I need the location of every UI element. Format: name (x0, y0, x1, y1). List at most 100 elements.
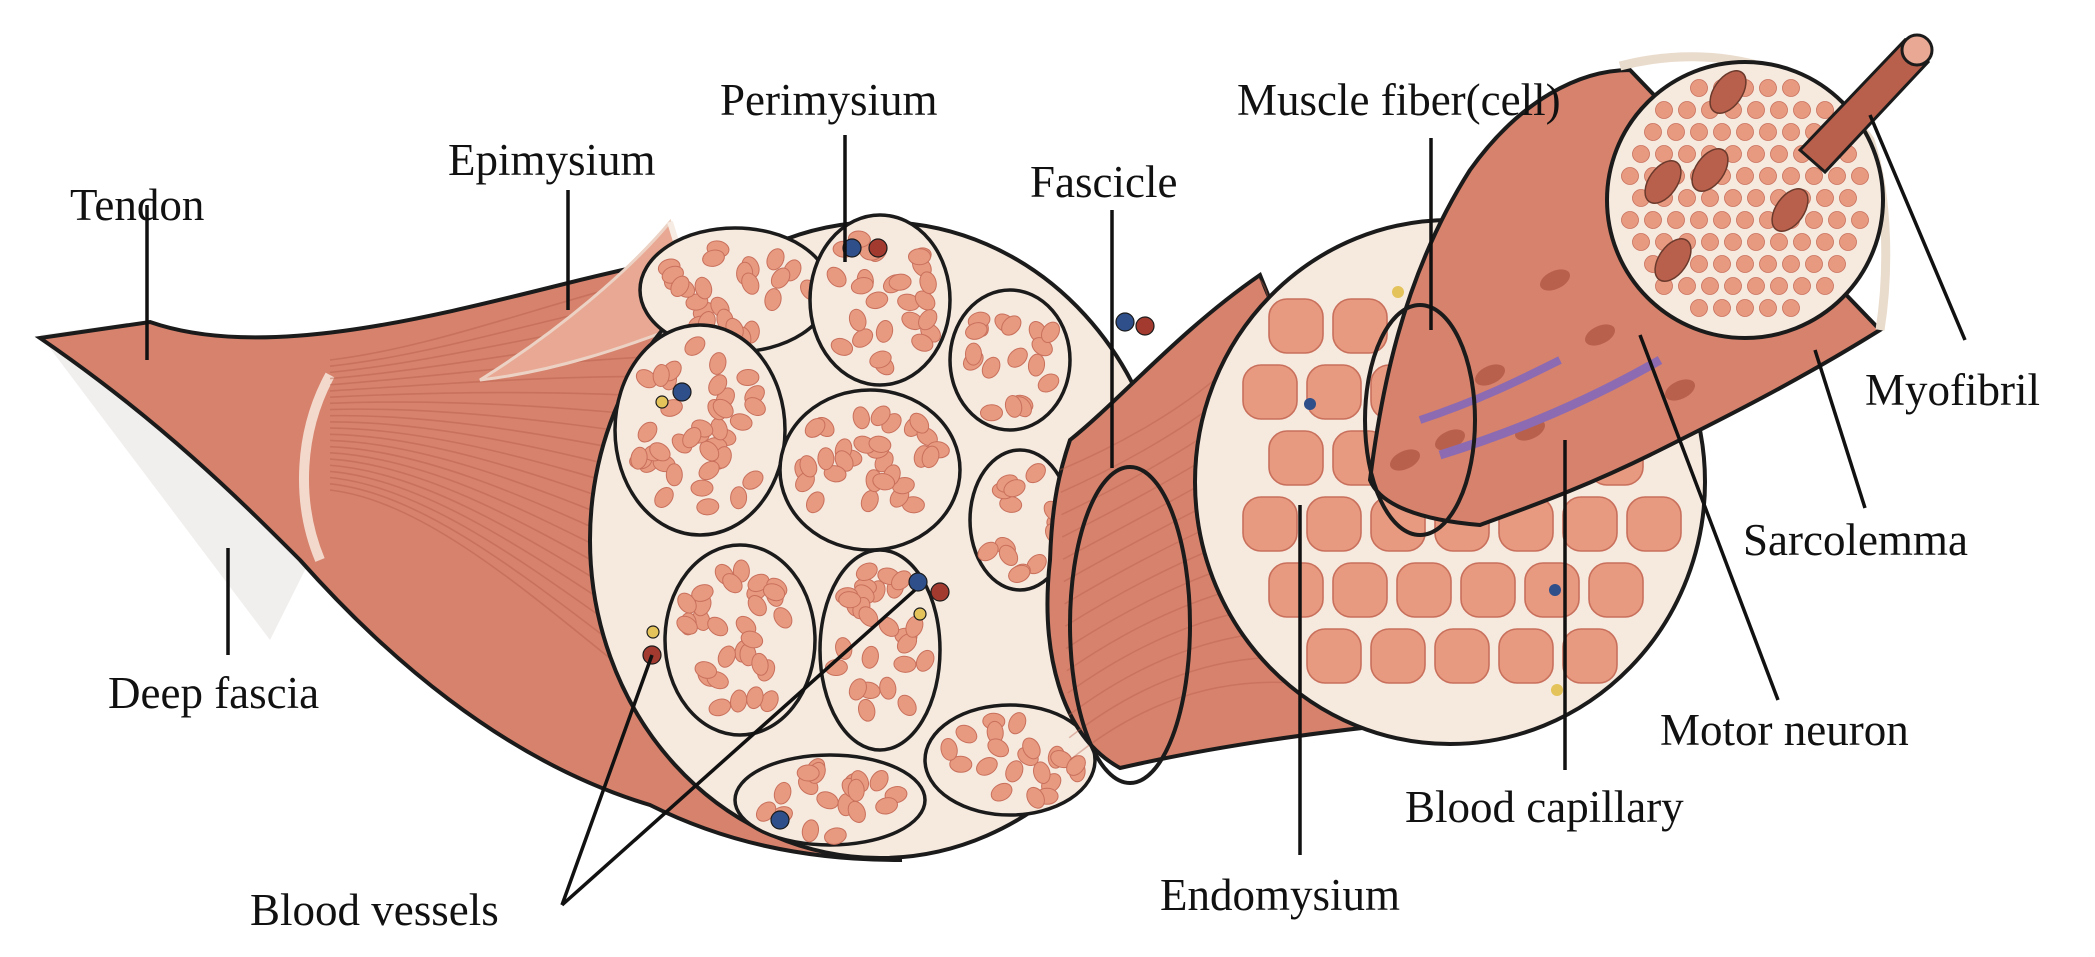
myofibril-dot (1782, 123, 1800, 141)
fiber-bundle-cell (919, 271, 937, 295)
muscle-fiber-cell (1460, 562, 1516, 618)
myofibril-dot (1782, 255, 1800, 273)
myofibril-dot (1793, 101, 1811, 119)
fiber-bundle-cell (914, 290, 936, 311)
nerve-dot (655, 395, 669, 409)
blood-vessel (908, 572, 928, 592)
fiber-bundle-cell (762, 583, 786, 602)
fiber-bundle-cell (990, 782, 1013, 802)
fiber-bundle-cell (1033, 761, 1051, 784)
fiber-bundle-cell (694, 661, 718, 679)
leader-blood-vessels-1 (560, 654, 654, 906)
myofibril-dot (1678, 277, 1696, 295)
fiber-bundle-cell (897, 694, 917, 717)
muscle-fiber-cell (1588, 562, 1644, 618)
fiber-bundle-cell (717, 645, 736, 668)
fiber-bundle-cell (741, 272, 760, 295)
blood-vessel (672, 382, 692, 402)
fiber-bundle-cell (1001, 315, 1022, 336)
myofibril-dot (1644, 123, 1662, 141)
fiber-bundle-cell (682, 426, 702, 449)
label-deep-fascia: Deep fascia (108, 668, 319, 718)
myofibril-dot (1759, 167, 1777, 185)
fiber-bundle-cell (1027, 353, 1046, 377)
myofibril-dot (1724, 277, 1742, 295)
leader-motor-neuron (1638, 334, 1780, 701)
fiber-bundle-cell (630, 446, 648, 470)
myofibril-dot (1759, 255, 1777, 273)
myofibril-dot (1782, 299, 1800, 317)
myofibril-dot (1759, 79, 1777, 97)
muscle-fiber-cell (1332, 562, 1388, 618)
fiber-bundle-cell (817, 447, 835, 471)
myofibril-dot (1839, 189, 1857, 207)
label-motor-neuron: Motor neuron (1660, 705, 1909, 755)
fiber-bundle-cell (730, 486, 748, 510)
fiber-bundle-cell (918, 309, 938, 331)
fiber-nucleus (1540, 269, 1570, 291)
fiber-bundle-cell (893, 655, 917, 673)
fiber-bundle-cell (696, 498, 720, 516)
muscle-fiber-cell (1306, 364, 1362, 420)
fascicle-vessel-dot (1304, 398, 1316, 410)
myofibril-dot (1690, 79, 1708, 97)
muscle-illustration (34, 33, 1934, 863)
myofibril-dot (1690, 255, 1708, 273)
myofibril-dot (1793, 233, 1811, 251)
myofibril-dot (1805, 211, 1823, 229)
myofibril-dot (1816, 233, 1834, 251)
fiber-bundle-cell (987, 738, 1009, 758)
fiber-bundle-cell (746, 686, 764, 710)
fascicle (923, 703, 1097, 817)
fiber-bundle-cell (868, 435, 892, 453)
fiber-bundle-cell (940, 738, 958, 761)
fiber-bundle-cell (852, 406, 870, 430)
mitochondrion (1709, 70, 1747, 114)
fascicle (613, 323, 787, 537)
fiber-bundle-cell (977, 541, 999, 562)
tendon-boundary (299, 372, 335, 562)
fiber-bundle-cell (676, 615, 698, 635)
myofibril-dot (1713, 255, 1731, 273)
fiber-bundle-cell (830, 337, 854, 356)
myofibril-dot (1736, 167, 1754, 185)
fiber-bundle-cell (708, 698, 732, 717)
fiber-bundle-cell (773, 607, 793, 629)
fiber-bundle-cell (806, 491, 825, 514)
fascicle (663, 543, 817, 737)
muscle-fiber-cell (1268, 298, 1324, 354)
myofibril-dot (1747, 277, 1765, 295)
blood-vessel (1115, 312, 1135, 332)
myofibril-dot (1621, 211, 1639, 229)
myofibril-dot (1713, 123, 1731, 141)
fiber-bundle-cell (1005, 760, 1024, 783)
blood-vessel-group (642, 238, 1155, 830)
fiber-ring (1363, 303, 1477, 537)
myofibril-dot (1701, 277, 1719, 295)
fiber-bundle-cell (1025, 463, 1046, 484)
fiber-bundle-cell (684, 336, 706, 356)
fiber-bundle-cell (869, 769, 889, 792)
fiber-bundle-cell (764, 288, 782, 312)
fiber-bundle-cell (981, 356, 1001, 379)
fiber-bundle-cell (804, 417, 826, 438)
fiber-bundle-cell (891, 570, 912, 591)
fiber-bundle-cell (722, 573, 743, 594)
myofibril-dot (1690, 299, 1708, 317)
fiber-bundle-cell (855, 562, 878, 582)
fiber-bundle-cell (872, 472, 896, 491)
fiber-bundle-cell (773, 781, 792, 805)
fiber-bundle-cell (709, 352, 727, 375)
fiber-bundle-cell (949, 755, 973, 773)
fiber-bundle-cell (908, 248, 931, 266)
fascicle (948, 288, 1072, 432)
fiber-bundle-cell (670, 275, 690, 297)
fiber-bundle-cell (980, 404, 1003, 422)
myofibril-dot (1851, 167, 1869, 185)
fiber-bundle-cell (799, 455, 818, 478)
muscle-fiber-cell (1306, 628, 1362, 684)
myofibril-dot (1759, 123, 1777, 141)
myofibril-dot (1747, 233, 1765, 251)
fiber-bundle-cell (1003, 479, 1026, 498)
myofibril-dot (1655, 145, 1673, 163)
